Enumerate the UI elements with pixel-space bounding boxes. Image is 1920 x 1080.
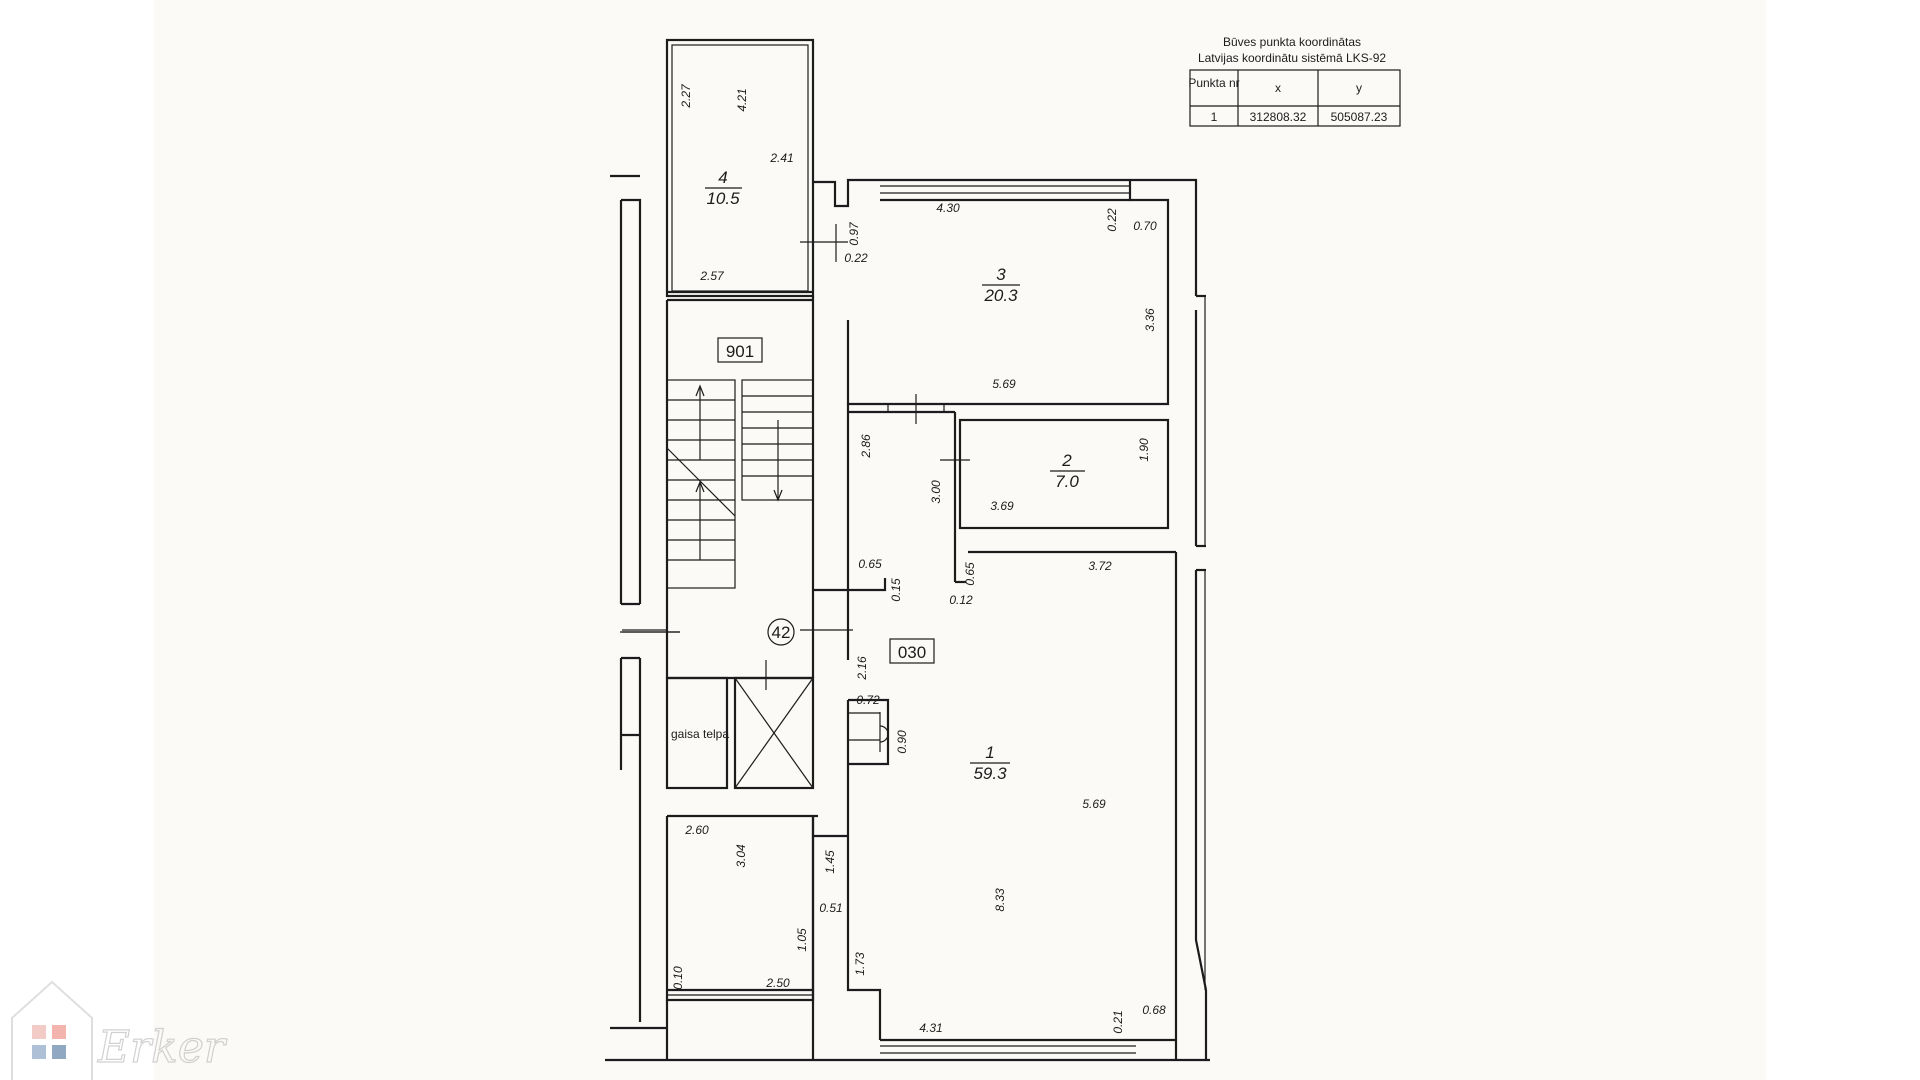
walls <box>605 38 1210 1062</box>
dimension-labels: 2.27 4.21 2.41 2.57 4.30 0.22 0.70 0.97 … <box>671 83 1166 1035</box>
dim-0-70-a: 0.70 <box>1133 219 1157 233</box>
dim-2-86: 2.86 <box>859 434 873 459</box>
dim-4-31: 4.31 <box>919 1021 942 1035</box>
dim-0-90: 0.90 <box>895 730 909 754</box>
dim-4-21: 4.21 <box>735 88 749 111</box>
dim-1-05: 1.05 <box>795 928 809 952</box>
dim-0-10: 0.10 <box>671 966 685 990</box>
dim-3-04: 3.04 <box>734 844 748 868</box>
dim-5-69-a: 5.69 <box>992 377 1016 391</box>
coord-cell-x: 312808.32 <box>1250 110 1307 124</box>
logo-text: Erker <box>97 1022 228 1073</box>
coordinate-table: Būves punkta koordinātas Latvijas koordi… <box>1188 35 1401 127</box>
dim-1-45: 1.45 <box>823 850 837 874</box>
dim-0-51: 0.51 <box>819 901 842 915</box>
coord-title-line2: Latvijas koordinātu sistēmā LKS-92 <box>1198 51 1386 65</box>
coord-header-x: x <box>1275 81 1281 95</box>
dim-0-65-b: 0.65 <box>963 562 977 586</box>
staircase <box>666 379 814 589</box>
dim-0-22-a: 0.22 <box>1105 208 1119 232</box>
dim-0-72: 0.72 <box>856 693 880 707</box>
dim-3-36: 3.36 <box>1143 308 1157 332</box>
dim-1-90: 1.90 <box>1137 438 1151 462</box>
coord-table-frame <box>1189 69 1401 127</box>
dim-3-69: 3.69 <box>990 499 1014 513</box>
dim-0-15: 0.15 <box>889 578 903 602</box>
dim-0-65-a: 0.65 <box>858 557 882 571</box>
dim-0-68: 0.68 <box>1142 1003 1166 1017</box>
dim-2-57: 2.57 <box>699 269 725 283</box>
dim-0-22-b: 0.22 <box>844 251 868 265</box>
room-1-number: 1 <box>985 743 994 762</box>
tag-030-box <box>889 638 935 664</box>
tag-901-box <box>717 337 763 363</box>
shaft-box <box>733 676 815 790</box>
dim-2-16: 2.16 <box>855 656 869 681</box>
openings <box>620 224 889 752</box>
dim-2-27: 2.27 <box>679 83 693 109</box>
room-3-area: 20.3 <box>983 286 1018 305</box>
coord-cell-y: 505087.23 <box>1331 110 1388 124</box>
tag-42-circle <box>767 618 795 646</box>
dim-4-30: 4.30 <box>936 201 960 215</box>
coord-header-y: y <box>1356 81 1362 95</box>
gaisa-telpa-label: gaisa telpa <box>671 727 729 741</box>
erker-logo: Erker <box>11 980 228 1080</box>
room-3-number: 3 <box>996 265 1006 284</box>
coord-title-line1: Būves punkta koordinātas <box>1223 35 1361 49</box>
room-4-area: 10.5 <box>706 189 740 208</box>
tag-030: 030 <box>898 643 926 662</box>
dim-2-50: 2.50 <box>765 976 790 990</box>
tag-901: 901 <box>726 342 754 361</box>
dim-0-21: 0.21 <box>1111 1010 1125 1033</box>
room-1-area: 59.3 <box>973 764 1007 783</box>
coord-cell-nr: 1 <box>1211 110 1218 124</box>
room-4-number: 4 <box>718 168 727 187</box>
dim-5-69-b: 5.69 <box>1082 797 1106 811</box>
room-2-number: 2 <box>1061 451 1072 470</box>
dim-8-33: 8.33 <box>993 888 1007 912</box>
room-2-outline <box>958 418 1170 530</box>
dim-0-97: 0.97 <box>847 221 861 246</box>
dim-3-72: 3.72 <box>1088 559 1112 573</box>
room-labels: 4 10.5 3 20.3 2 7.0 1 59.3 901 030 42 ga… <box>671 168 1085 783</box>
dim-3-00: 3.00 <box>929 480 943 504</box>
room-4-outline <box>665 38 815 298</box>
tag-42: 42 <box>772 623 791 642</box>
dim-1-73: 1.73 <box>853 952 867 976</box>
dim-0-12: 0.12 <box>949 593 973 607</box>
dim-2-41: 2.41 <box>769 151 793 165</box>
room-2-area: 7.0 <box>1055 472 1079 491</box>
dim-2-60: 2.60 <box>684 823 709 837</box>
coord-header-nr: Punkta nr <box>1188 76 1239 90</box>
gaisa-telpa-box <box>665 676 729 790</box>
